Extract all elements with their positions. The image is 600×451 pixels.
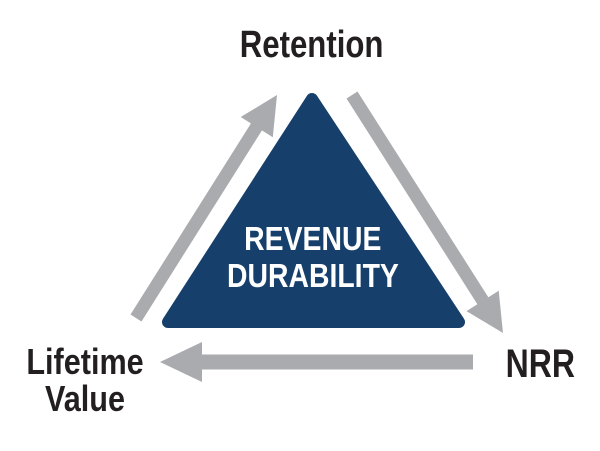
arrow-down-head-icon (466, 290, 503, 333)
arrow-up-head-icon (240, 95, 277, 138)
arrow-left-head-icon (160, 342, 202, 382)
revenue-durability-triangle (162, 93, 465, 328)
center-title-line1: REVENUE (244, 220, 382, 257)
retention-text: Retention (240, 24, 384, 66)
node-label-lifetime-value: Lifetime Value (4, 343, 166, 417)
center-title-line2: DURABILITY (227, 257, 399, 294)
lifetime-value-text-line1: Lifetime (26, 341, 144, 382)
arrow-nrr-to-lifetime-value (160, 342, 473, 382)
triangle-center-title: REVENUE DURABILITY (163, 220, 463, 294)
arrow-lifetime-value-to-retention (130, 95, 277, 322)
arrow-retention-to-nrr (346, 91, 503, 333)
arrow-shaft (346, 91, 489, 305)
arrow-shaft (130, 122, 263, 322)
node-label-retention: Retention (162, 25, 462, 65)
node-label-nrr: NRR (479, 344, 600, 384)
lifetime-value-text-line2: Value (45, 378, 125, 419)
nrr-text: NRR (505, 342, 575, 386)
